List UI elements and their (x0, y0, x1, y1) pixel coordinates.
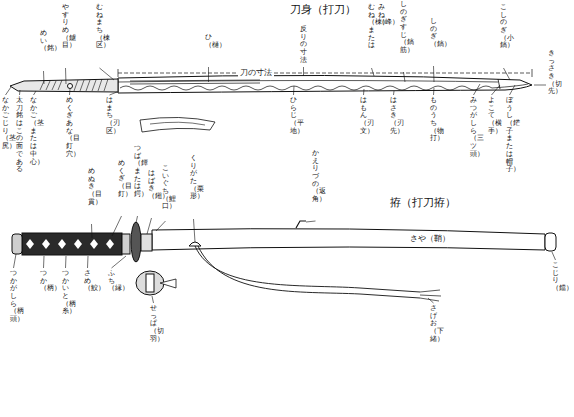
section-title: 拵（打刀拵） (390, 196, 456, 209)
tang (10, 79, 118, 92)
part-label: ひらじ（平地） (290, 97, 297, 135)
mekugi-hole (68, 84, 73, 89)
blade (118, 75, 532, 93)
seppa-inset (146, 274, 154, 292)
part-label: ふち（縁） (108, 270, 115, 293)
part-label: さげお（下緒） (430, 305, 437, 343)
part-label: めくぎあな（目釘穴） (66, 97, 73, 159)
sageo (195, 246, 420, 292)
part-label: しのぎすじ（鎬筋） (400, 1, 407, 55)
part-label: はまち（刃区） (106, 97, 113, 135)
part-label: はさき（刃先） (390, 97, 397, 135)
hi-groove (130, 80, 260, 84)
part-label: はばき（鎺） (148, 170, 155, 201)
part-label: つかがしら（柄頭） (10, 270, 17, 324)
part-label: やすりめ（鑢目） (62, 4, 69, 50)
dimension-ticks (118, 69, 532, 77)
habaki-inset (160, 279, 176, 288)
part-label: ぼうし（鋩子または帽子） (506, 97, 513, 174)
part-label: むねまち（棟区） (96, 4, 103, 50)
dimension-line (118, 73, 532, 74)
part-label: こじり（鐺） (552, 262, 559, 293)
part-label: ひ（樋） (205, 34, 212, 49)
leader-lines (6, 66, 556, 303)
part-label: せっぱ（切羽） (150, 305, 157, 343)
habaki-seppa (141, 234, 152, 251)
kashira (12, 234, 22, 254)
part-label: めくぎ（目釘） (118, 160, 125, 198)
section-title: 刀身（打刀） (290, 3, 356, 16)
sageo (198, 246, 420, 298)
part-label: めぬき（目貫） (88, 168, 95, 206)
kojiri (545, 233, 556, 251)
part-label: 反りの寸法 (300, 26, 307, 64)
inset-sketch-line (150, 122, 205, 125)
part-label: 太刀銘はこの面である (16, 97, 23, 174)
part-label: しのぎ（鎬） (430, 18, 437, 49)
part-label: よこて（横手） (488, 97, 495, 135)
part-label: こしのぎ（小鎬） (500, 4, 507, 50)
dimension-label: 刀の寸法 (238, 68, 274, 77)
part-label: ものうち（物打） (430, 97, 437, 143)
tsuka-diamonds (26, 239, 114, 249)
part-label: つかいと（柄糸） (62, 270, 69, 316)
part-label: こいぐち（鯉口） (162, 165, 169, 211)
fuchi (122, 234, 130, 254)
saya (152, 229, 545, 250)
part-label: はもん（刃文） (360, 97, 367, 135)
part-label: みつがしら（三ツ頭） (470, 97, 477, 159)
part-label: きっさき（切先） (548, 50, 555, 96)
part-label: みね（峰） (378, 4, 385, 27)
tsuka (22, 233, 122, 255)
kurigata (189, 242, 201, 246)
kaerizuno (296, 221, 306, 228)
part-label: なかごじり（茎尻） (2, 97, 9, 151)
part-label: つか（柄） (40, 270, 47, 293)
part-label: さや（鞘） (410, 234, 450, 244)
inset-sketch (140, 117, 215, 132)
part-label: むね（棟）または (368, 4, 375, 50)
file-marks (40, 79, 108, 91)
sageo-tassel (420, 290, 441, 301)
part-label: なかご（茎または中心） (30, 97, 37, 166)
tsuba (131, 222, 141, 262)
part-label: つば（鐔または鍔） (134, 145, 141, 199)
part-label: さめ（鮫） (84, 270, 91, 293)
part-label: くりがた（栗形） (190, 155, 197, 201)
part-label: かえりづの（返角） (312, 150, 319, 204)
hamon-line (120, 84, 528, 90)
part-label: めい（銘） (40, 30, 47, 53)
